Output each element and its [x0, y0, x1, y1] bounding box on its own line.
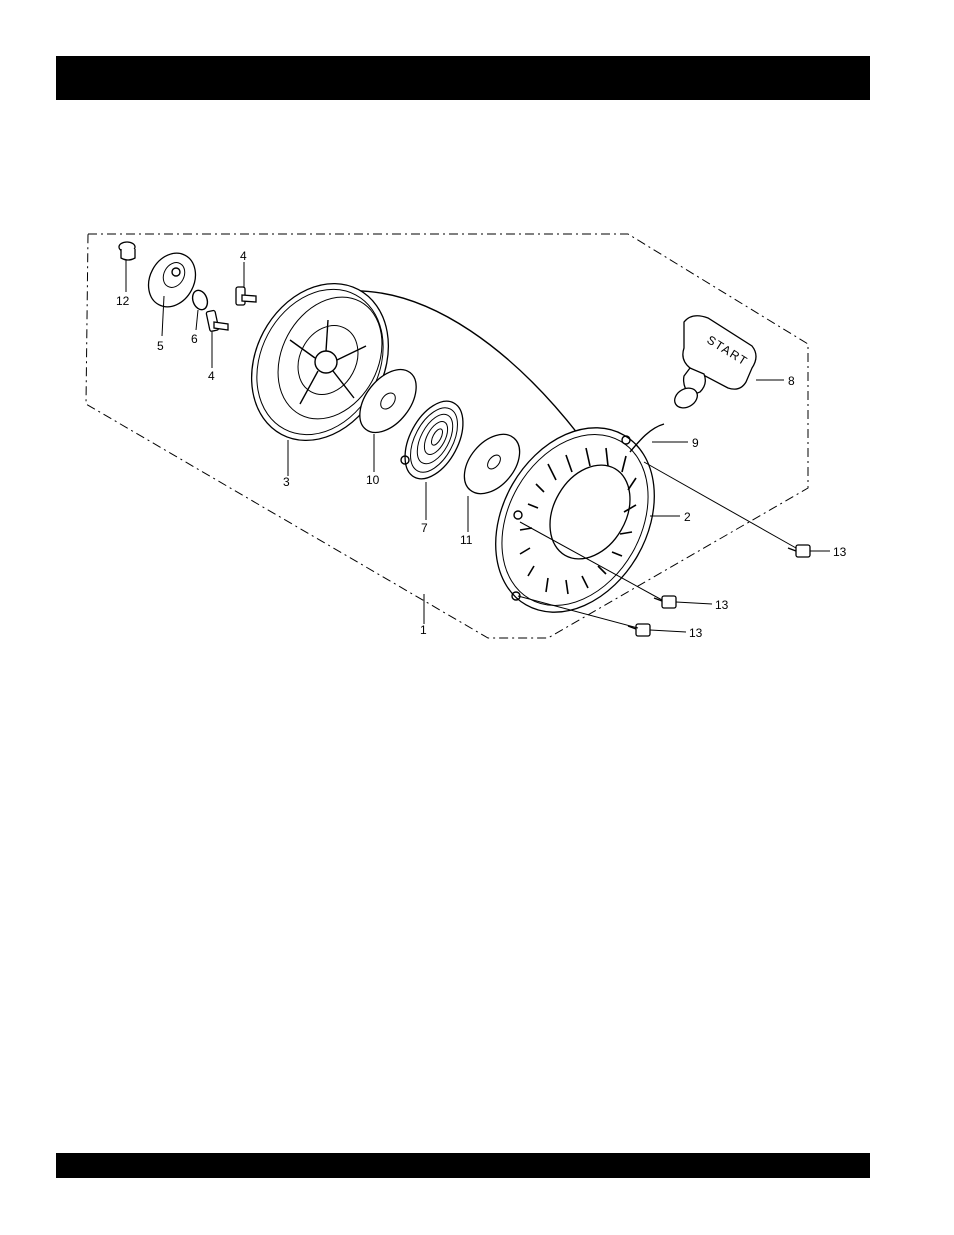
- part-6-friction-spring: [190, 288, 210, 312]
- part-4-ratchet-lower: [206, 310, 228, 331]
- callout-4-lower: 4: [208, 369, 215, 383]
- part-3-reel: [225, 260, 415, 465]
- part-12-bolt: [119, 242, 135, 260]
- callout-11: 11: [460, 533, 473, 547]
- callout-13-right: 13: [833, 545, 847, 559]
- callout-12: 12: [116, 294, 130, 308]
- callout-8: 8: [788, 374, 795, 388]
- callout-13-lower: 13: [689, 626, 703, 640]
- callout-9: 9: [692, 436, 699, 450]
- callout-5: 5: [157, 339, 164, 353]
- part-8-starter-handle: START: [671, 316, 756, 412]
- part-13-bolt-right: [788, 545, 810, 557]
- callout-3: 3: [283, 475, 290, 489]
- callout-1: 1: [420, 623, 427, 637]
- callout-10: 10: [366, 473, 380, 487]
- callout-13-middle: 13: [715, 598, 729, 612]
- callout-2: 2: [684, 510, 691, 524]
- part-4-ratchet-upper: [236, 287, 256, 305]
- callout-4-upper: 4: [240, 249, 247, 263]
- callout-7: 7: [421, 521, 428, 535]
- callout-6: 6: [191, 332, 198, 346]
